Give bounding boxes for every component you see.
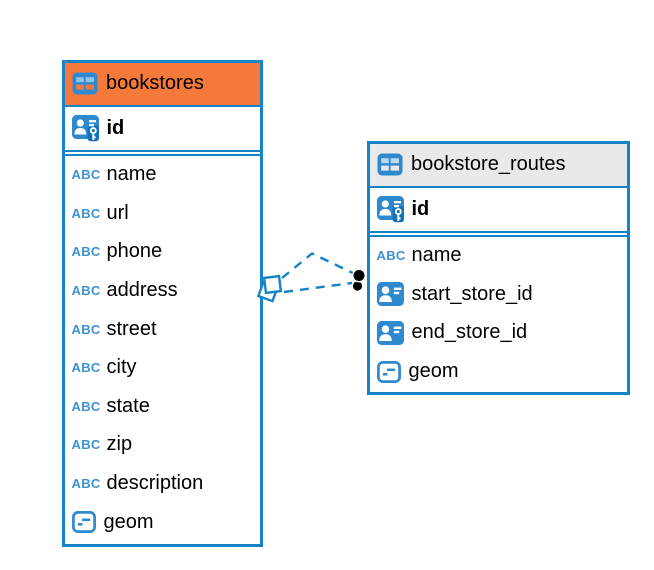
column-row[interactable]: ABC address	[65, 271, 260, 310]
column-label: url	[106, 201, 129, 224]
column-label: city	[106, 356, 137, 379]
column-label: street	[106, 317, 157, 340]
column-label: phone	[106, 240, 163, 263]
text-type-icon: ABC	[71, 398, 101, 414]
column-label: geom	[103, 510, 154, 533]
table-name: bookstore_routes	[411, 153, 566, 176]
column-row[interactable]: geom	[65, 503, 260, 542]
column-label: name	[106, 163, 157, 186]
foreign-key-icon	[376, 282, 404, 307]
primary-key-icon	[71, 114, 99, 142]
column-label: geom	[408, 360, 459, 383]
column-row[interactable]: ABC url	[65, 194, 260, 233]
text-type-icon: ABC	[71, 205, 101, 221]
table-name: bookstores	[106, 72, 204, 95]
key-column-row[interactable]: id	[65, 107, 260, 150]
text-type-icon: ABC	[71, 321, 101, 337]
column-label: address	[106, 279, 178, 302]
column-label: end_store_id	[411, 321, 528, 344]
text-type-icon: ABC	[71, 437, 101, 453]
relationship-line[interactable]	[283, 281, 353, 294]
column-row[interactable]: ABC name	[65, 156, 260, 195]
text-type-icon: ABC	[71, 167, 101, 183]
column-row[interactable]: end_store_id	[370, 314, 627, 353]
column-row[interactable]: start_store_id	[370, 275, 627, 314]
key-column-row[interactable]: id	[370, 188, 627, 231]
table-icon	[377, 153, 403, 176]
text-type-icon: ABC	[71, 476, 101, 492]
entity-header-bookstores[interactable]: bookstores	[65, 63, 260, 107]
column-label: state	[106, 394, 150, 417]
column-row[interactable]: ABC name	[370, 237, 627, 276]
columns-section: ABC name start_store_id end_store_id geom	[370, 234, 627, 391]
column-row[interactable]: ABC description	[65, 464, 260, 503]
column-row[interactable]: ABC zip	[65, 426, 260, 465]
primary-key-icon	[376, 195, 404, 223]
relationship-diamond-marker[interactable]	[256, 274, 283, 303]
column-label: zip	[106, 433, 133, 456]
column-row[interactable]: ABC city	[65, 348, 260, 387]
entity-header-bookstore-routes[interactable]: bookstore_routes	[370, 144, 627, 188]
text-type-icon: ABC	[71, 244, 101, 260]
table-icon	[72, 72, 98, 95]
column-label: description	[106, 472, 204, 495]
column-row[interactable]: ABC phone	[65, 233, 260, 272]
geometry-type-icon	[376, 360, 401, 383]
foreign-key-icon	[376, 320, 404, 345]
text-type-icon: ABC	[71, 283, 101, 299]
column-label: id	[106, 116, 125, 139]
relationship-line[interactable]	[281, 252, 357, 279]
column-label: id	[411, 197, 430, 220]
text-type-icon: ABC	[71, 360, 101, 376]
column-label: start_store_id	[411, 282, 533, 305]
entity-table-bookstore-routes[interactable]: bookstore_routes id ABC name start_store_…	[367, 141, 630, 395]
text-type-icon: ABC	[376, 248, 406, 264]
relationship-endpoint-dot[interactable]	[352, 281, 363, 291]
relationship-endpoint-dot[interactable]	[352, 268, 366, 283]
column-label: name	[411, 244, 462, 267]
column-row[interactable]: ABC street	[65, 310, 260, 349]
geometry-type-icon	[71, 511, 96, 534]
column-row[interactable]: geom	[370, 352, 627, 391]
key-columns-section: id	[370, 188, 627, 233]
column-row[interactable]: ABC state	[65, 387, 260, 426]
key-columns-section: id	[65, 107, 260, 152]
